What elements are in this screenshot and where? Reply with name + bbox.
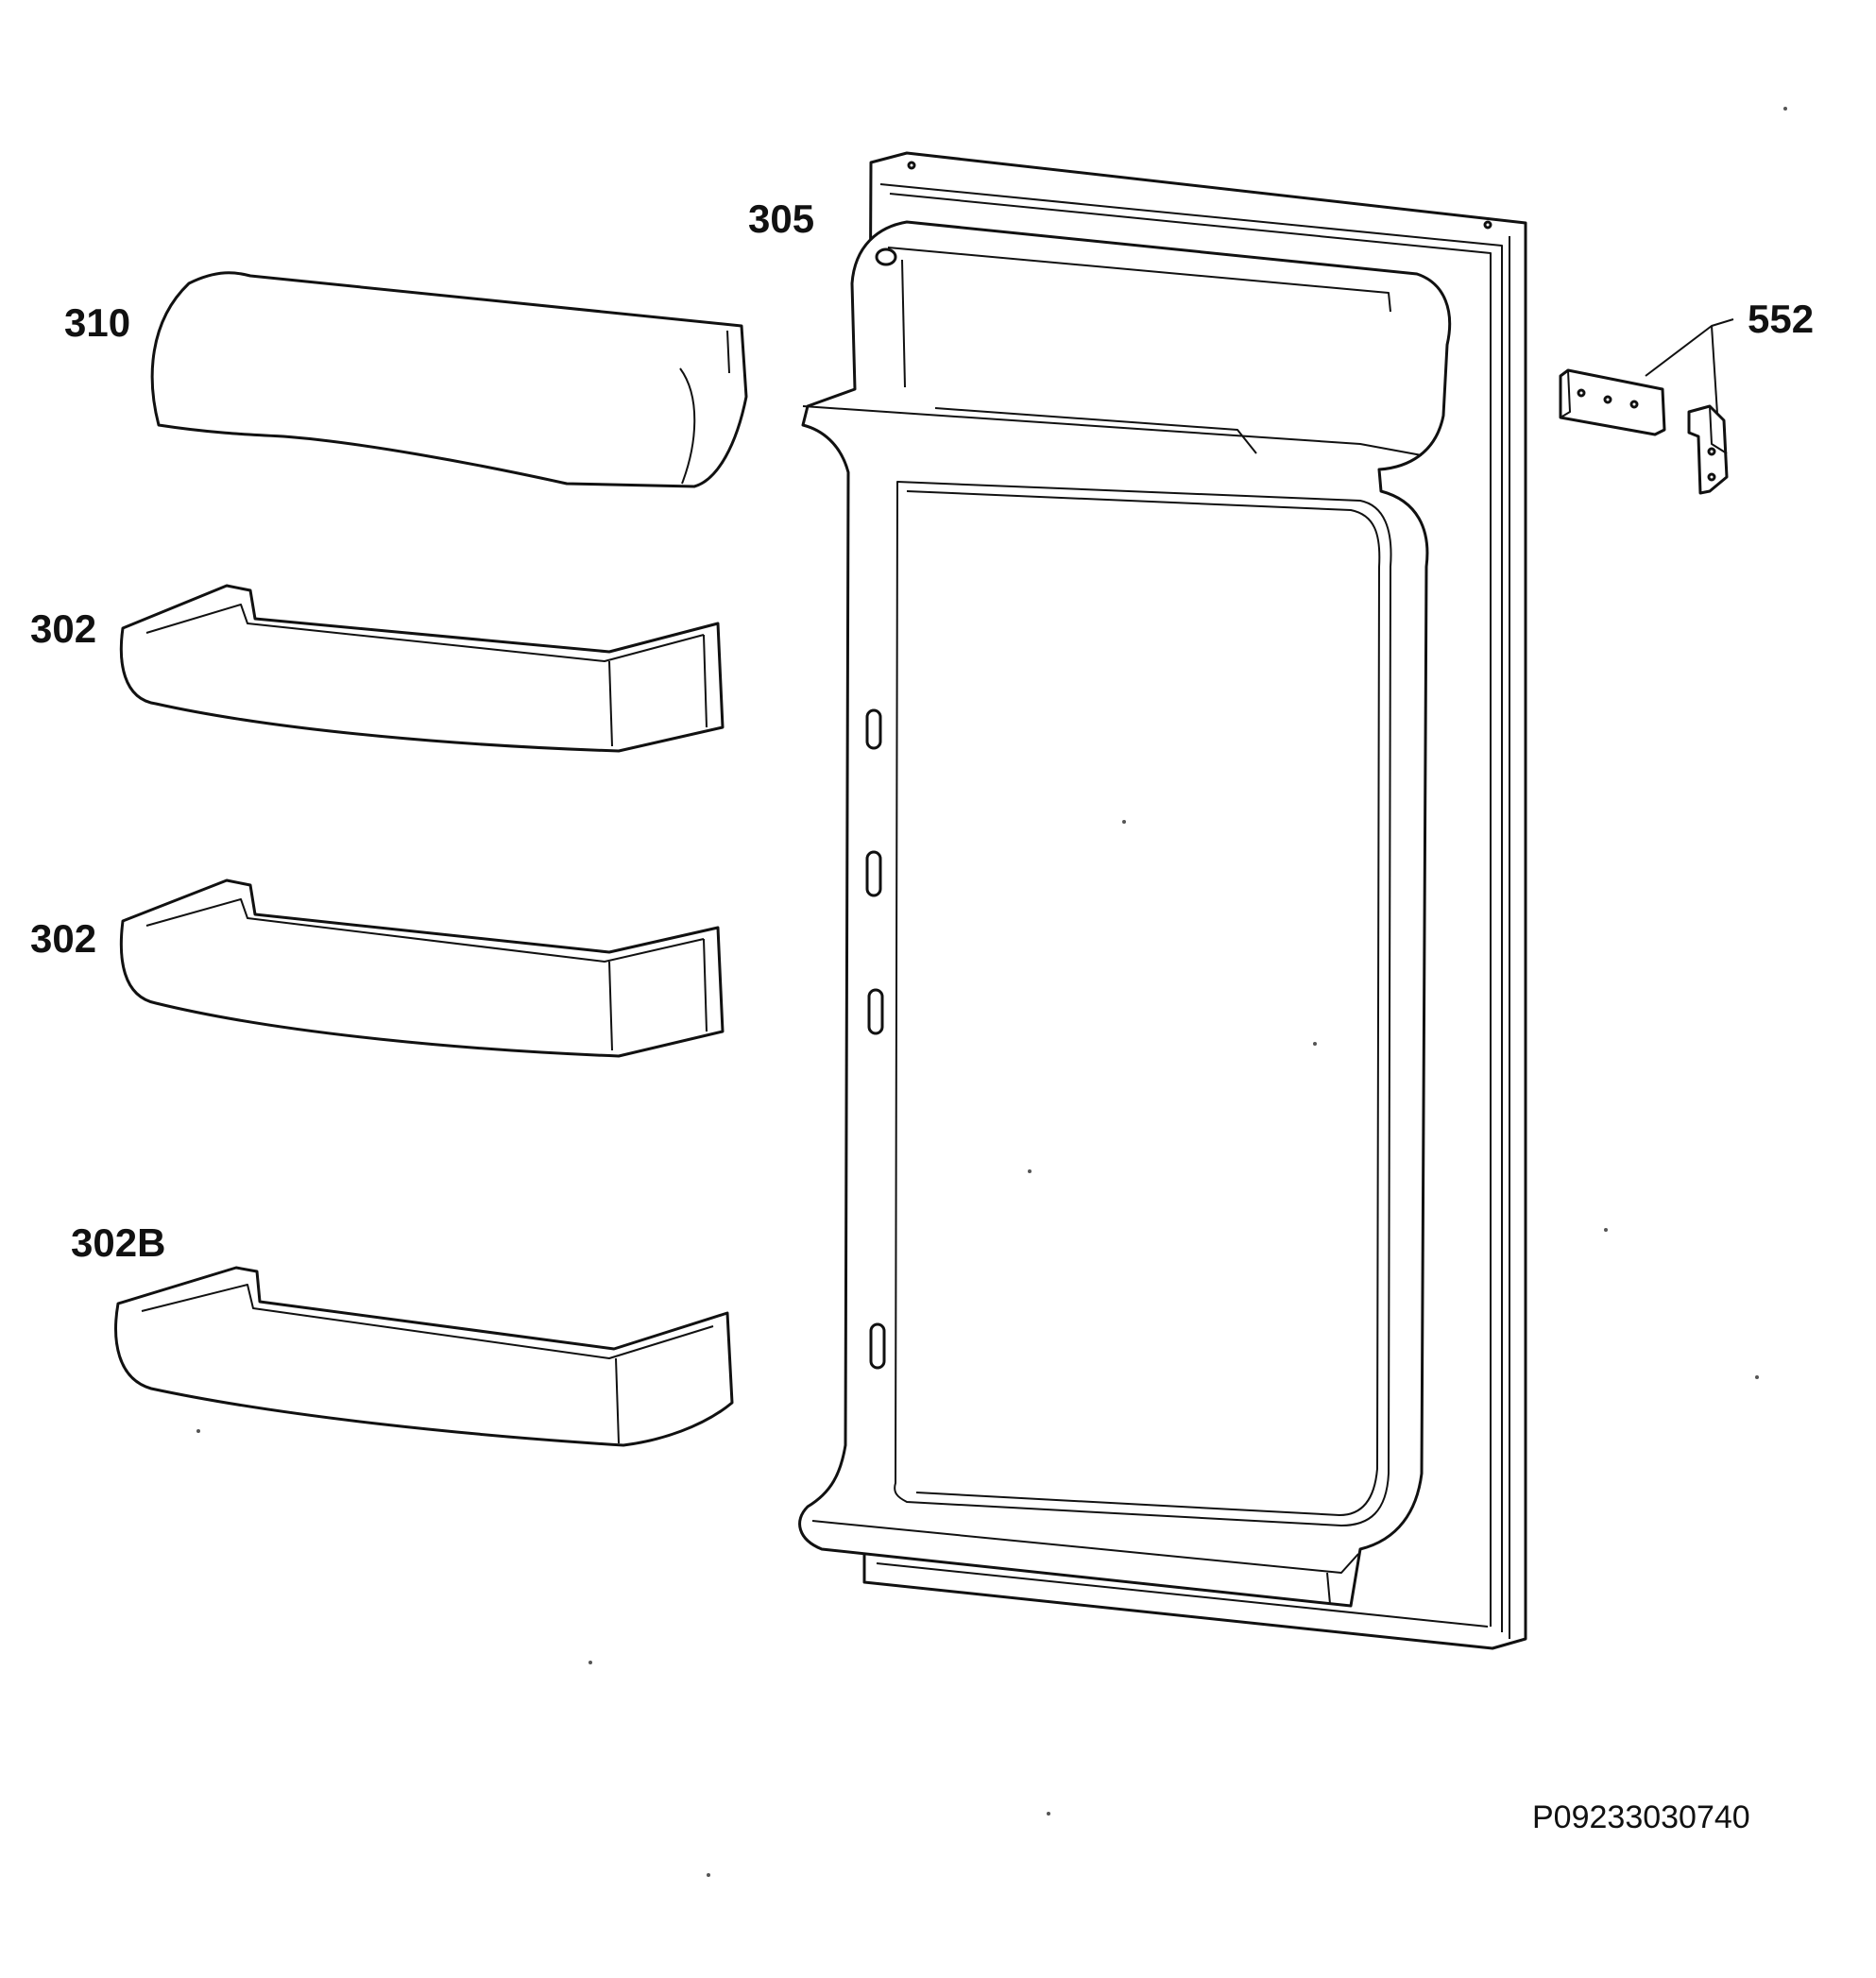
part-302b-bottom-shelf[interactable] xyxy=(114,1266,734,1447)
part-305-door[interactable] xyxy=(798,151,1527,1650)
part-552-hinge-brackets[interactable] xyxy=(1559,368,1729,495)
drawing-code: P09233030740 xyxy=(1532,1799,1750,1835)
part-302-upper-shelf[interactable] xyxy=(119,584,725,753)
part-302-lower-shelf[interactable] xyxy=(119,878,725,1058)
label-302-lower: 302 xyxy=(30,916,96,961)
label-305: 305 xyxy=(748,196,814,241)
part-310-lid[interactable] xyxy=(150,271,748,488)
scan-specks xyxy=(196,107,1787,1877)
label-310: 310 xyxy=(64,300,130,345)
label-302-upper: 302 xyxy=(30,606,96,651)
leader-552-b xyxy=(1711,325,1718,415)
label-302b: 302B xyxy=(71,1220,165,1265)
leader-552-a xyxy=(1645,318,1734,377)
label-552: 552 xyxy=(1748,297,1814,341)
